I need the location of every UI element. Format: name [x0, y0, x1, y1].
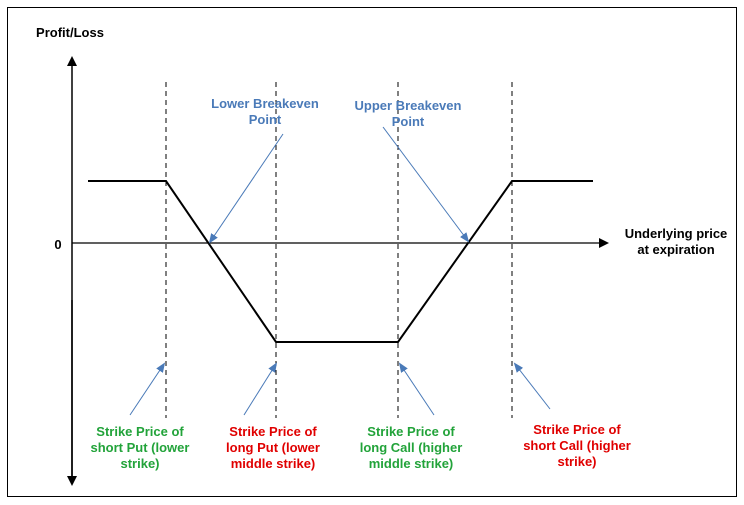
lower-breakeven-line2: Point	[248, 112, 282, 127]
short-call-strike-label: Strike Price of short Call (higher strik…	[512, 422, 642, 470]
long-call-strike-label: Strike Price of long Call (higher middle…	[350, 424, 472, 472]
short-call-line2: short Call (higher	[523, 438, 631, 453]
upper-breakeven-line1: Upper Breakeven	[354, 98, 462, 113]
y-axis-label: Profit/Loss	[36, 25, 104, 40]
long-put-strike-label: Strike Price of long Put (lower middle s…	[210, 424, 336, 472]
short-call-arrow	[513, 362, 551, 410]
long-call-line2: long Call (higher	[359, 440, 463, 455]
lower-breakeven-label: Lower Breakeven Point	[200, 96, 330, 128]
long-put-line2: long Put (lower	[226, 440, 320, 455]
long-put-line3: middle strike)	[230, 456, 316, 471]
short-put-arrow	[129, 362, 166, 416]
upper-breakeven-line2: Point	[391, 114, 425, 129]
upper-breakeven-arrow	[382, 126, 470, 243]
long-call-arrow	[398, 362, 435, 416]
short-put-line2: short Put (lower	[90, 440, 190, 455]
short-call-line1: Strike Price of	[533, 422, 621, 437]
upper-breakeven-label: Upper Breakeven Point	[338, 98, 478, 130]
diagram-frame	[7, 7, 737, 497]
x-axis-label-line1: Underlying price	[624, 226, 728, 241]
lower-breakeven-arrow	[208, 133, 284, 244]
short-put-strike-label: Strike Price of short Put (lower strike)	[80, 424, 200, 472]
x-axis-label-line2: at expiration	[637, 242, 715, 257]
short-call-line3: strike)	[557, 454, 597, 469]
long-call-line3: middle strike)	[368, 456, 454, 471]
short-put-line1: Strike Price of	[96, 424, 184, 439]
long-put-line1: Strike Price of	[229, 424, 317, 439]
zero-label: 0	[54, 237, 62, 252]
x-axis-label: Underlying price at expiration	[612, 226, 740, 258]
short-put-line3: strike)	[120, 456, 160, 471]
long-call-line1: Strike Price of	[367, 424, 455, 439]
long-put-arrow	[243, 362, 278, 416]
lower-breakeven-line1: Lower Breakeven	[211, 96, 319, 111]
payoff-curve	[88, 180, 593, 343]
